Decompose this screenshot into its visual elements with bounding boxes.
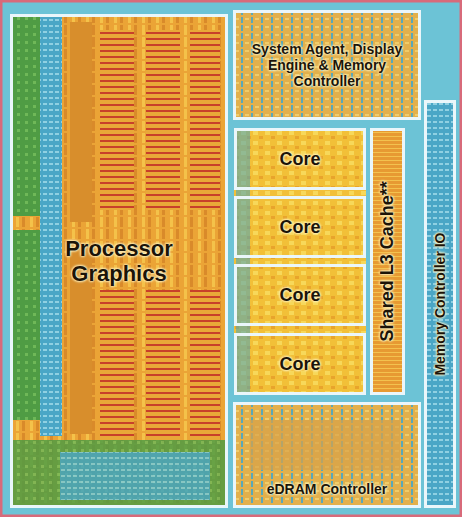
execution-units bbox=[100, 290, 134, 440]
region-label: Core bbox=[279, 217, 320, 238]
region-label: System Agent, Display Engine & Memory Co… bbox=[240, 41, 414, 89]
graphics-logic bbox=[12, 230, 40, 420]
core-region: Core bbox=[234, 196, 366, 258]
graphics-io bbox=[40, 16, 62, 436]
execution-units bbox=[190, 290, 220, 440]
execution-units bbox=[146, 290, 180, 440]
region-label: Memory Controller IO bbox=[432, 232, 448, 375]
region-label: Core bbox=[279, 285, 320, 306]
execution-units bbox=[146, 30, 180, 210]
region-label: Core bbox=[279, 149, 320, 170]
execution-units bbox=[100, 30, 134, 210]
core-region: Core bbox=[234, 333, 366, 395]
core-region: Core bbox=[234, 264, 366, 326]
region-label: Core bbox=[279, 354, 320, 375]
region-label: Processor Graphics bbox=[17, 236, 221, 287]
graphics-block bbox=[70, 22, 92, 222]
graphics-logic bbox=[12, 16, 40, 216]
core-area bbox=[234, 128, 366, 395]
cache-area bbox=[370, 128, 405, 395]
graphics-area bbox=[10, 14, 228, 508]
system-agent-area bbox=[233, 10, 421, 120]
graphics-frontend bbox=[60, 452, 210, 500]
edram-region: eDRAM Controller bbox=[233, 402, 421, 508]
core-region: Core bbox=[234, 128, 366, 190]
core-logic bbox=[236, 130, 250, 393]
memory-io-area bbox=[424, 100, 456, 508]
region-label: Shared L3 Cache** bbox=[377, 181, 398, 341]
edram-area bbox=[233, 402, 421, 508]
execution-units bbox=[190, 30, 220, 210]
cache-region: Shared L3 Cache** bbox=[370, 128, 405, 395]
memory-io-region: Memory Controller IO bbox=[424, 100, 456, 508]
graphics-frontend bbox=[12, 440, 226, 506]
graphics-region: Processor Graphics bbox=[10, 14, 228, 508]
system-agent-region: System Agent, Display Engine & Memory Co… bbox=[233, 10, 421, 120]
edram-logic bbox=[250, 420, 400, 470]
region-label: eDRAM Controller bbox=[267, 481, 388, 497]
